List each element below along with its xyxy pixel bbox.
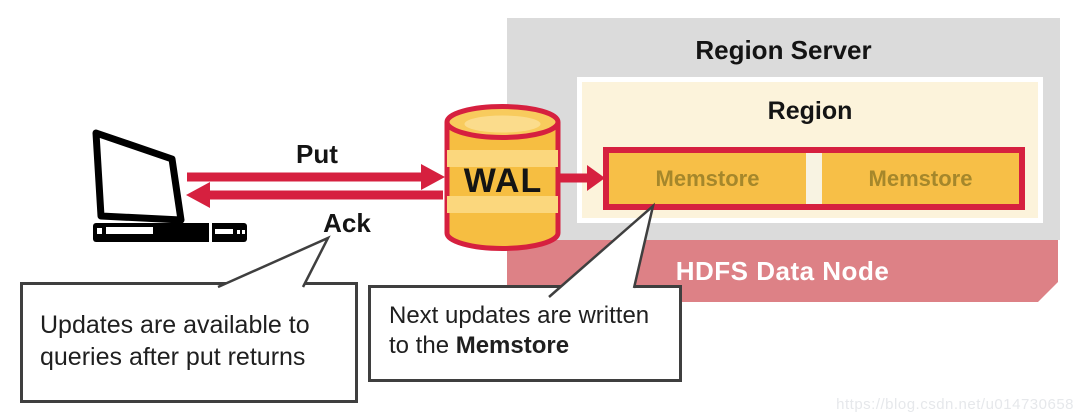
memstore-container: Memstore Memstore xyxy=(603,147,1025,210)
callout-updates-available: Updates are available to queries after p… xyxy=(20,282,358,403)
callout-tail-to-ack xyxy=(217,235,331,289)
memstore-label: Memstore xyxy=(868,165,973,191)
wal-label: WAL xyxy=(463,162,543,200)
ack-arrow xyxy=(186,182,443,208)
ack-arrow-label: Ack xyxy=(323,208,371,238)
region-title: Region xyxy=(767,97,853,125)
region-server-title: Region Server xyxy=(695,35,872,65)
memstore-box: Memstore xyxy=(609,153,806,204)
hdfs-data-node-label: HDFS Data Node xyxy=(675,255,890,286)
put-arrow-label: Put xyxy=(296,139,338,169)
callout-text-line: queries after put returns xyxy=(40,342,306,371)
memstore-box: Memstore xyxy=(822,153,1019,204)
callout-text-line: Next updates are written xyxy=(389,302,650,329)
callout-text-line: to the Memstore xyxy=(389,332,570,360)
watermark-url: https://blog.csdn.net/u014730658 xyxy=(836,396,1074,413)
callout-text-line: Updates are available to xyxy=(40,311,310,339)
client-laptop-icon xyxy=(92,129,247,242)
memstore-label: Memstore xyxy=(655,165,760,191)
callout-next-updates: Next updates are written to the Memstore xyxy=(368,285,682,382)
